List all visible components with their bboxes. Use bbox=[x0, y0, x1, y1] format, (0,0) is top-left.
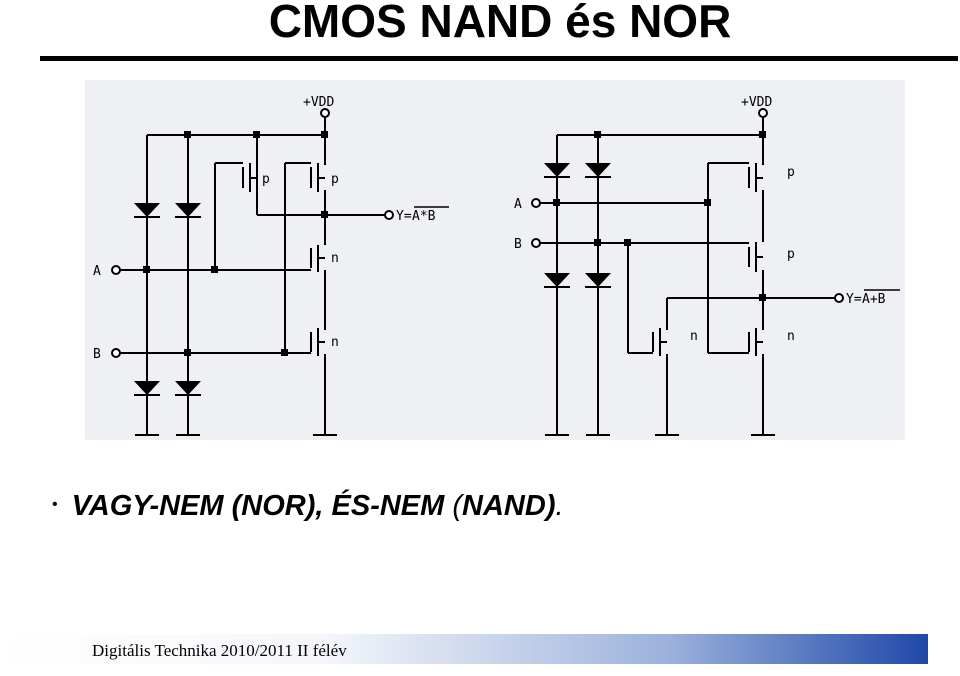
footer-band bbox=[0, 634, 928, 664]
nand-nmos2-label: n bbox=[331, 335, 339, 350]
bullet-text-part1: VAGY-NEM (NOR), ÉS-NEM bbox=[71, 490, 453, 522]
bullet-open-paren: ( bbox=[452, 490, 463, 522]
nand-input-a-label: A bbox=[93, 264, 101, 279]
bullet-text-part2: NAND) bbox=[462, 490, 556, 522]
nor-input-a-label: A bbox=[514, 197, 522, 212]
bullet-end: . bbox=[555, 490, 564, 522]
footer-text: Digitális Technika 2010/2011 II félév bbox=[92, 641, 347, 660]
nand-output-prefix: Y= bbox=[396, 209, 412, 224]
nor-labels: +VDD A B Y= A+B p p n n bbox=[514, 95, 900, 344]
bullet-point: • VAGY-NEM (NOR), ÉS-NEM (NAND). bbox=[52, 490, 564, 523]
nand-junctions bbox=[143, 131, 328, 356]
nand-input-b-label: B bbox=[93, 347, 101, 362]
nor-nmos1-label: n bbox=[690, 329, 698, 344]
nor-circuit bbox=[531, 108, 844, 435]
nor-junctions bbox=[553, 131, 766, 301]
nand-output-expr: A*B bbox=[412, 209, 436, 224]
diagram-area bbox=[85, 80, 905, 440]
nand-diodes bbox=[133, 202, 338, 436]
nor-nmos2-label: n bbox=[787, 329, 795, 344]
nand-nmos1-label: n bbox=[331, 251, 339, 266]
slide-title: CMOS NAND és NOR bbox=[268, 0, 732, 47]
nor-vdd-label: +VDD bbox=[741, 95, 772, 110]
nand-pmos2-label: p bbox=[331, 172, 339, 187]
title-underline bbox=[40, 56, 958, 61]
nand-vdd-label: +VDD bbox=[303, 95, 334, 110]
bullet-dot: • bbox=[52, 496, 58, 513]
nand-labels: +VDD A B Y= A*B p p n n bbox=[93, 95, 449, 362]
nor-output-expr: A+B bbox=[862, 292, 886, 307]
nor-input-b-label: B bbox=[514, 237, 522, 252]
nor-output-prefix: Y= bbox=[846, 292, 862, 307]
nand-pmos1-label: p bbox=[262, 172, 270, 187]
nor-pmos1-label: p bbox=[787, 165, 795, 180]
nor-pmos2-label: p bbox=[787, 247, 795, 262]
